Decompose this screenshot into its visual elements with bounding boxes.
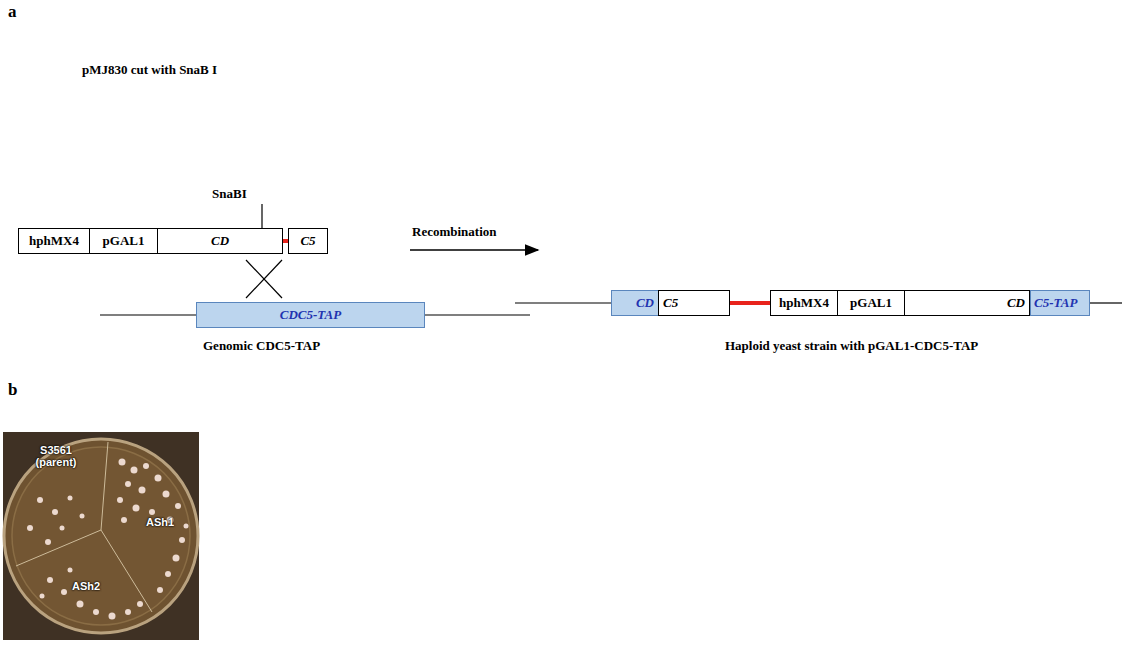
box-label: C5	[300, 233, 315, 249]
crossover-line	[246, 260, 282, 298]
process-label: Recombination	[412, 224, 497, 240]
box-label: CD	[636, 295, 654, 311]
restriction-site-label: SnaBI	[212, 186, 247, 202]
box-label: CD	[1007, 295, 1025, 311]
plasmid-label: pMJ830 cut with SnaB I	[82, 62, 217, 78]
gene-fragment-box: CD	[611, 290, 659, 316]
cut-site-tick	[261, 204, 262, 228]
dna-line	[100, 314, 196, 315]
panel-letter: b	[8, 380, 17, 400]
gene-fragment-box: CD	[157, 228, 283, 254]
genomic-gene-box: CDC5-TAP	[196, 302, 425, 328]
dna-line	[515, 302, 611, 303]
marker-box: hphMX4	[18, 228, 90, 254]
box-label: CD	[211, 233, 229, 249]
strain-label: S3561 (parent)	[24, 444, 88, 468]
panel-letter: a	[8, 2, 17, 22]
strain-label: ASh1	[146, 516, 174, 528]
process-arrow	[410, 249, 538, 251]
box-label: pGAL1	[850, 295, 892, 311]
crossover-line	[246, 260, 282, 298]
marker-box: hphMX4	[770, 290, 838, 316]
box-label: hphMX4	[29, 233, 79, 249]
gene-fragment-box: C5-TAP	[1030, 290, 1090, 316]
gene-fragment-box: C5	[288, 228, 328, 254]
vector-sequence-line	[730, 301, 770, 305]
dna-line	[425, 314, 530, 315]
box-label: pGAL1	[103, 233, 145, 249]
gene-fragment-box: CD	[904, 290, 1030, 316]
box-label: CDC5-TAP	[280, 307, 341, 323]
caption-label: Genomic CDC5-TAP	[203, 338, 320, 354]
box-label: hphMX4	[779, 295, 829, 311]
caption-label: Haploid yeast strain with pGAL1-CDC5-TAP	[725, 338, 978, 354]
box-label: C5	[663, 295, 678, 311]
gene-fragment-box: C5	[658, 290, 730, 316]
strain-label: ASh2	[72, 580, 100, 592]
dna-line	[1090, 302, 1122, 303]
petri-dish-photo	[3, 432, 199, 640]
promoter-box: pGAL1	[89, 228, 158, 254]
promoter-box: pGAL1	[837, 290, 905, 316]
box-label: C5-TAP	[1034, 295, 1077, 311]
